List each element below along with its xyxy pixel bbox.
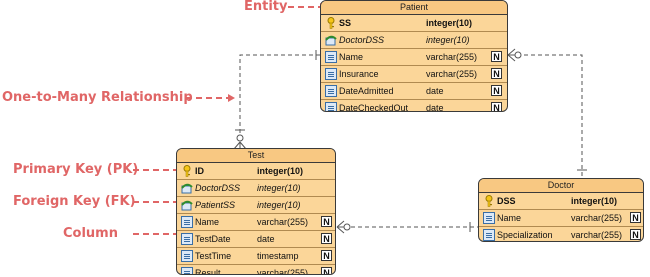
nullable-icon: N: [630, 212, 641, 223]
column-name: Name: [339, 52, 364, 62]
column-icon: [325, 51, 337, 63]
column-icon: [181, 233, 193, 245]
column-icon: [325, 102, 337, 111]
key-icon: [327, 17, 335, 29]
column-type: integer(10): [571, 196, 618, 206]
foreign-key-icon: [181, 200, 193, 211]
nullable-icon: N: [630, 229, 641, 240]
column-name: DSS: [497, 196, 516, 206]
column-name: Specialization: [497, 230, 553, 240]
column-name: SS: [339, 18, 352, 28]
column-type: varchar(255): [426, 69, 478, 79]
nullable-icon: N: [321, 216, 332, 227]
annotation-relationship: One-to-Many Relationship: [2, 90, 193, 105]
foreign-key-icon: [181, 183, 193, 194]
column-icon: [181, 250, 193, 262]
column-type: timestamp: [257, 251, 299, 261]
column-type: integer(10): [426, 35, 470, 45]
annotation-primary-key: Primary Key (PK): [13, 162, 139, 177]
column-name: DateCheckedOut: [339, 103, 409, 112]
column-icon: [181, 267, 193, 274]
column-type: varchar(255): [257, 217, 309, 227]
column-type: varchar(255): [571, 230, 623, 240]
column-icon: [325, 85, 337, 97]
column-row-fk[interactable]: PatientSS integer(10): [177, 196, 335, 213]
column-row[interactable]: Name varchar(255) N: [479, 209, 643, 226]
column-icon: [483, 212, 495, 224]
entity-patient[interactable]: Patient SS integer(10) DoctorDSS integer…: [320, 0, 508, 112]
nullable-icon: N: [321, 250, 332, 261]
column-name: Result: [195, 268, 221, 275]
nullable-icon: N: [491, 85, 502, 96]
nullable-icon: N: [321, 267, 332, 274]
column-name: PatientSS: [195, 200, 236, 210]
column-row[interactable]: Insurance varchar(255) N: [321, 65, 507, 82]
column-row[interactable]: TestDate date N: [177, 230, 335, 247]
foreign-key-icon: [325, 35, 337, 46]
relationship-doctor-test: [336, 220, 478, 234]
column-row[interactable]: Result varchar(255) N: [177, 264, 335, 275]
annotation-foreign-key: Foreign Key (FK): [13, 194, 136, 209]
entity-title: Patient: [321, 1, 507, 15]
entity-title: Test: [177, 149, 335, 163]
nullable-icon: N: [321, 233, 332, 244]
column-type: integer(10): [257, 200, 301, 210]
column-type: integer(10): [426, 18, 473, 28]
column-icon: [325, 68, 337, 80]
column-type: date: [257, 234, 275, 244]
column-name: DoctorDSS: [195, 183, 241, 193]
column-row-pk[interactable]: ID integer(10): [177, 163, 335, 179]
nullable-icon: N: [491, 51, 502, 62]
column-row[interactable]: TestTime timestamp N: [177, 247, 335, 264]
column-icon: [181, 216, 193, 228]
nullable-icon: N: [491, 102, 502, 111]
annotation-column: Column: [63, 226, 118, 241]
column-row-pk[interactable]: SS integer(10): [321, 15, 507, 31]
column-name: TestDate: [195, 234, 231, 244]
entity-doctor[interactable]: Doctor DSS integer(10) Name varchar(255)…: [478, 178, 644, 242]
nullable-icon: N: [491, 68, 502, 79]
column-name: Name: [195, 217, 220, 227]
column-name: ID: [195, 166, 204, 176]
column-type: varchar(255): [257, 268, 309, 275]
relationship-doctor-patient: [507, 48, 587, 178]
column-icon: [483, 229, 495, 241]
column-type: date: [426, 86, 444, 96]
relationship-patient-test: [233, 50, 320, 150]
column-type: varchar(255): [571, 213, 623, 223]
column-name: DoctorDSS: [339, 35, 385, 45]
column-row[interactable]: DateAdmitted date N: [321, 82, 507, 99]
column-type: integer(10): [257, 183, 301, 193]
column-type: varchar(255): [426, 52, 478, 62]
entity-title: Doctor: [479, 179, 643, 193]
column-row[interactable]: Name varchar(255) N: [321, 48, 507, 65]
column-row[interactable]: Specialization varchar(255) N: [479, 226, 643, 241]
column-row-fk[interactable]: DoctorDSS integer(10): [177, 179, 335, 196]
column-type: date: [426, 103, 444, 112]
annotation-entity: Entity: [244, 0, 288, 14]
key-icon: [485, 195, 493, 207]
column-row-fk[interactable]: DoctorDSS integer(10): [321, 31, 507, 48]
column-row-pk[interactable]: DSS integer(10): [479, 193, 643, 209]
column-name: Insurance: [339, 69, 379, 79]
column-name: TestTime: [195, 251, 232, 261]
column-type: integer(10): [257, 166, 304, 176]
entity-test[interactable]: Test ID integer(10) DoctorDSS integer(10…: [176, 148, 336, 275]
column-row[interactable]: Name varchar(255) N: [177, 213, 335, 230]
key-icon: [183, 165, 191, 177]
column-name: Name: [497, 213, 522, 223]
column-row[interactable]: DateCheckedOut date N: [321, 99, 507, 112]
column-name: DateAdmitted: [339, 86, 394, 96]
